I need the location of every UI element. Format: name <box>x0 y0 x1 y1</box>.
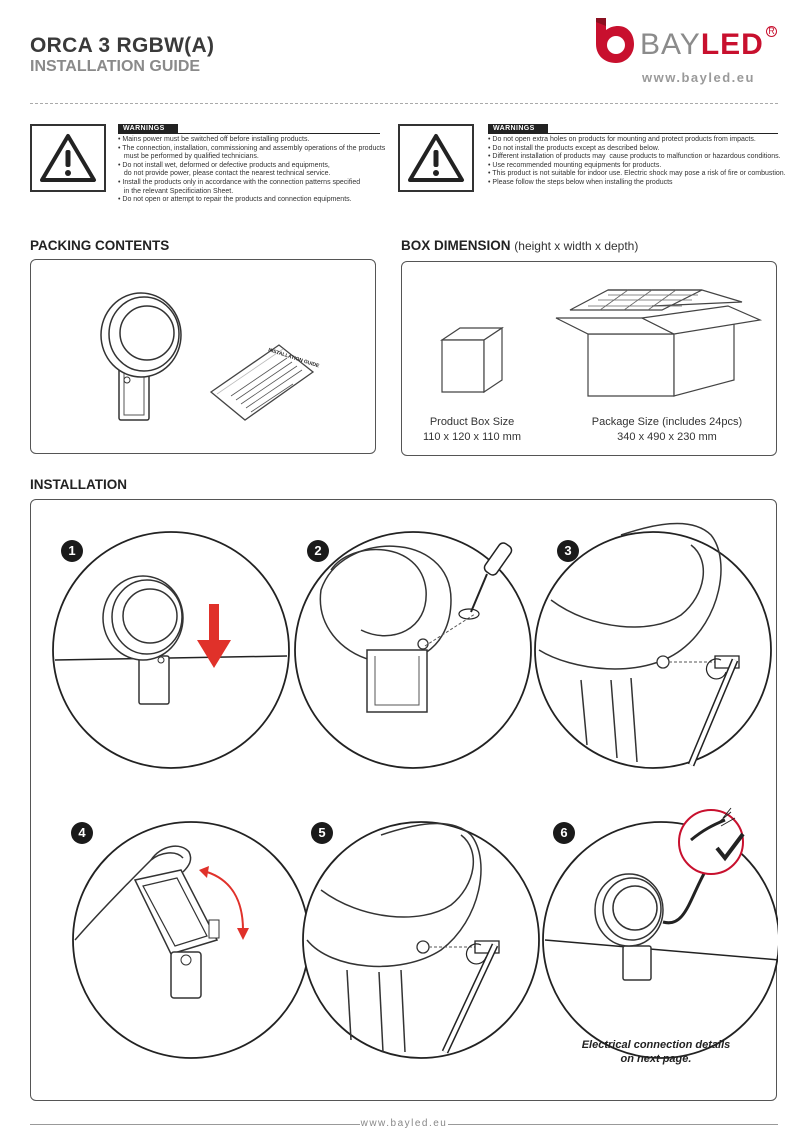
package-box-caption: Package Size (includes 24pcs) 340 x 490 … <box>572 415 762 445</box>
box-dimension-panel: Product Box Size 110 x 120 x 110 mm Pack… <box>401 261 777 456</box>
footer-url: www.bayled.eu <box>360 1118 448 1129</box>
warning-item: do not provide power, please contact the… <box>118 170 331 178</box>
installation-guide-document-icon: INSTALLATION GUIDE <box>209 344 320 421</box>
warning-box-right <box>398 124 474 192</box>
step-1-illustration <box>52 531 290 769</box>
warning-item: • Mains power must be switched off befor… <box>118 136 310 143</box>
step-2-illustration <box>294 531 532 769</box>
warning-item: • Please follow the steps below when ins… <box>488 178 673 186</box>
step-6-number: 6 <box>553 822 575 844</box>
box-illustration <box>440 289 763 397</box>
warning-item: • This product is not suitable for indoo… <box>488 170 786 178</box>
warnings-right-heading: WARNINGS <box>488 124 548 133</box>
warning-item: • Use recommended mounting equipments fo… <box>488 161 662 169</box>
package-box-label: Package Size (includes 24pcs) <box>591 416 743 428</box>
packing-illustration: INSTALLATION GUIDE <box>100 292 320 421</box>
doc-subtitle: INSTALLATION GUIDE <box>30 58 201 75</box>
warning-item: • Do not install wet, deformed or defect… <box>118 161 330 169</box>
warning-box-left <box>30 124 106 192</box>
warning-item: in the relevant Specificiation Sheet. <box>118 187 234 195</box>
brand-logo-icon <box>596 18 634 63</box>
warning-item: must be performed by qualified technicia… <box>118 153 259 161</box>
warnings-left-list: • Mains power must be switched off befor… <box>118 134 386 205</box>
warnings-right: WARNINGS • Do not open extra holes on pr… <box>488 124 786 188</box>
packing-panel: INSTALLATION GUIDE <box>30 259 376 454</box>
registered-mark: R <box>766 26 777 37</box>
warnings-left-heading: WARNINGS <box>118 124 178 133</box>
warning-item: • Do not open or attempt to repair the p… <box>118 196 352 204</box>
warning-triangle-icon <box>408 134 464 182</box>
step-5-illustration <box>302 821 540 1059</box>
step-3-number: 3 <box>557 540 579 562</box>
step-1-number: 1 <box>61 540 83 562</box>
packing-heading: PACKING CONTENTS <box>30 238 170 253</box>
step-4-illustration <box>72 821 310 1059</box>
footer-divider-right <box>448 1124 778 1125</box>
brand-url: www.bayled.eu <box>642 70 755 85</box>
installation-panel: 1 2 3 4 5 6 Electrical connection detail… <box>30 499 778 1101</box>
package-box-icon <box>555 289 763 397</box>
step-4-number: 4 <box>71 822 93 844</box>
installation-heading: INSTALLATION <box>30 477 127 492</box>
header-divider <box>30 103 778 104</box>
step-3-illustration <box>534 522 772 769</box>
package-box-size: 340 x 490 x 230 mm <box>617 431 717 443</box>
warning-item: • Install the products only in accordanc… <box>118 178 361 186</box>
warning-item: • Do not install the products except as … <box>488 144 660 152</box>
product-box-caption: Product Box Size 110 x 120 x 110 mm <box>402 415 542 445</box>
warnings-right-list: • Do not open extra holes on products fo… <box>488 134 786 188</box>
warnings-left: WARNINGS • Mains power must be switched … <box>118 124 386 205</box>
warning-triangle-icon <box>40 134 96 182</box>
step-2-number: 2 <box>307 540 329 562</box>
luminaire-icon <box>100 292 182 421</box>
step-5-number: 5 <box>311 822 333 844</box>
product-box-size: 110 x 120 x 110 mm <box>422 431 522 443</box>
footer-divider-left <box>30 1124 360 1125</box>
warning-item: • Different installation of products may… <box>488 153 781 161</box>
warning-item: • Do not open extra holes on products fo… <box>488 136 756 143</box>
step-6-illustration <box>542 807 778 1059</box>
installation-illustrations <box>52 522 778 1059</box>
product-box-label: Product Box Size <box>429 416 515 428</box>
brand-name: BAYLED <box>640 28 764 61</box>
product-box-icon <box>440 326 504 394</box>
warning-item: • The connection, installation, commissi… <box>118 144 386 152</box>
doc-title: ORCA 3 RGBW(A) <box>30 34 215 57</box>
electrical-connection-note: Electrical connection details on next pa… <box>581 1039 731 1065</box>
box-dimension-heading: BOX DIMENSION (height x width x depth) <box>401 238 639 253</box>
